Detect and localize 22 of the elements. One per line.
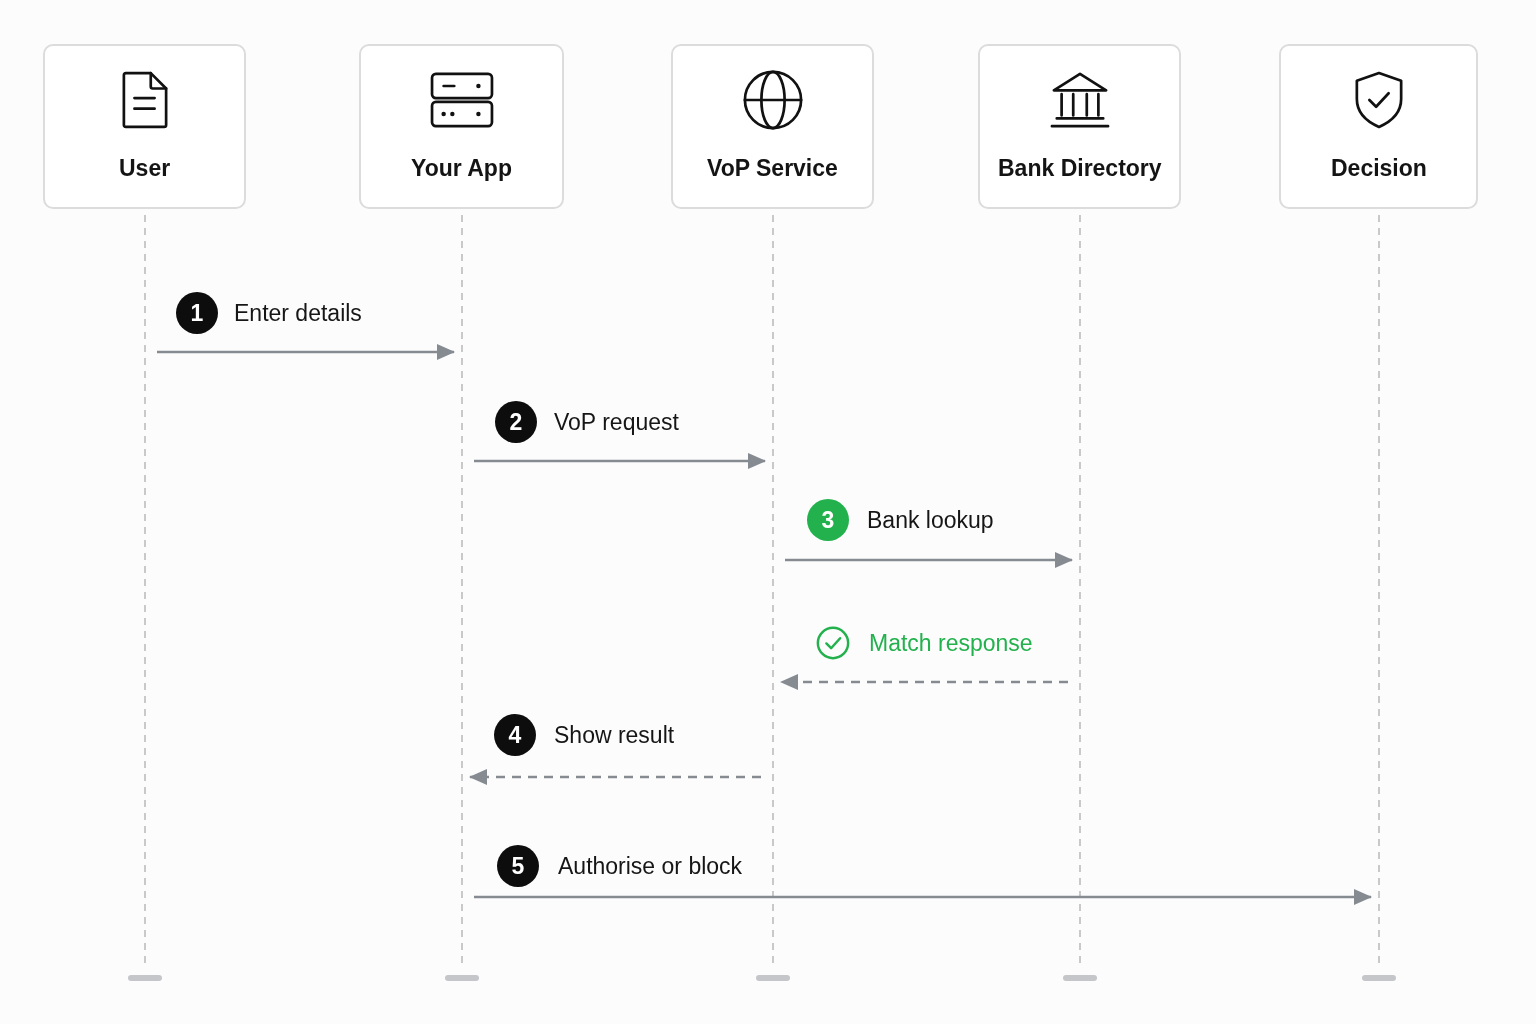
- dashed-arrow: [469, 769, 761, 785]
- step-number: 1: [176, 292, 218, 334]
- arrow: [474, 889, 1372, 905]
- edge-label: Show result: [554, 721, 675, 749]
- dashed-arrow: [780, 674, 1068, 690]
- step-number: 3: [807, 499, 849, 541]
- participant-name: User: [119, 154, 171, 182]
- arrow: [474, 453, 766, 469]
- participant-name: Decision: [1331, 154, 1427, 182]
- edge-label: Enter details: [234, 299, 362, 327]
- step-number: 5: [497, 845, 539, 887]
- arrow: [785, 552, 1073, 568]
- step-number: 2: [495, 401, 537, 443]
- participant-name: Bank Directory: [998, 154, 1162, 182]
- participant-name: VoP Service: [707, 154, 838, 182]
- edge-label: Bank lookup: [867, 506, 994, 534]
- participant-name: Your App: [411, 154, 512, 182]
- step-number: 4: [494, 714, 536, 756]
- edge-label: Authorise or block: [558, 852, 743, 880]
- arrow: [157, 344, 455, 360]
- edge-label: Match response: [869, 629, 1033, 657]
- edge-label: VoP request: [554, 408, 679, 436]
